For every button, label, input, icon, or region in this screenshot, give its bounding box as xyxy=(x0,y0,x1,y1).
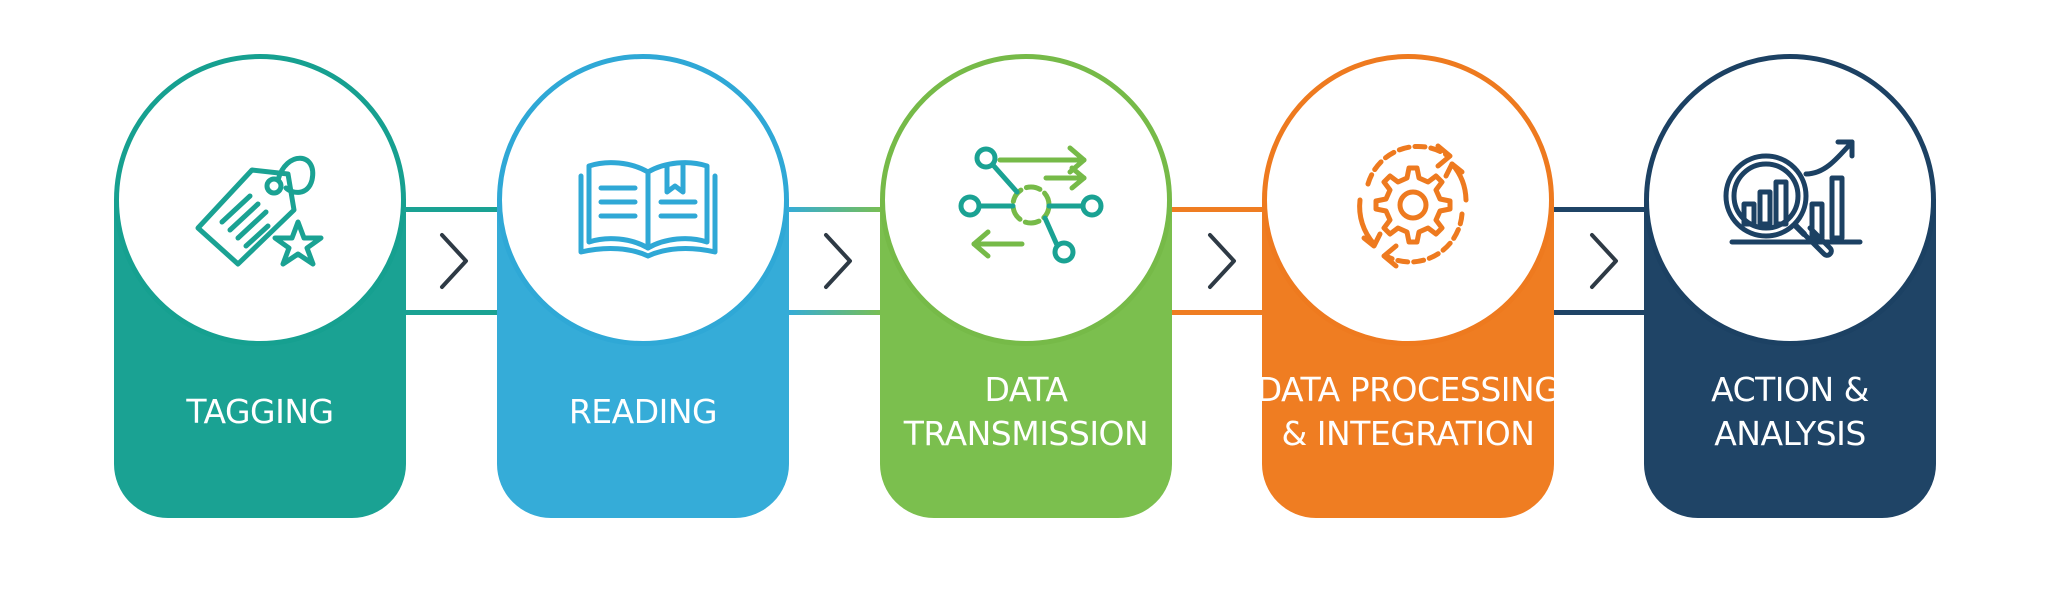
step-icon-circle xyxy=(497,54,789,346)
step-label-line1: ACTION & xyxy=(1711,370,1869,409)
step-label-line2: & INTEGRATION xyxy=(1281,414,1535,453)
tag-star-icon xyxy=(195,155,324,267)
step-reading: READING xyxy=(497,54,789,518)
connector-top-line xyxy=(404,207,500,212)
step-label-line1: DATA PROCESSING xyxy=(1256,370,1560,409)
step-label: READING xyxy=(497,362,789,462)
connector-bottom-line xyxy=(788,310,884,315)
connector-bottom-line xyxy=(1554,310,1650,315)
step-connector xyxy=(404,207,500,315)
step-label-line1: READING xyxy=(568,392,718,431)
step-icon-circle xyxy=(880,54,1172,346)
step-label-line1: DATA xyxy=(984,370,1068,409)
connector-top-line xyxy=(1554,207,1650,212)
step-connector xyxy=(1554,207,1650,315)
step-icon-circle xyxy=(1644,54,1936,346)
step-data-transmission: DATA TRANSMISSION xyxy=(880,54,1172,518)
chevron-right-icon xyxy=(440,233,468,289)
connector-top-line xyxy=(1172,207,1268,212)
gear-cycle-icon xyxy=(1357,143,1469,269)
open-book-icon xyxy=(578,160,718,259)
step-icon-circle xyxy=(1262,54,1554,346)
step-label: DATA TRANSMISSION xyxy=(880,362,1172,462)
chevron-right-icon xyxy=(1208,233,1236,289)
step-label: DATA PROCESSING & INTEGRATION xyxy=(1257,362,1560,462)
step-action-analysis: ACTION & ANALYSIS xyxy=(1644,54,1936,518)
step-label: ACTION & ANALYSIS xyxy=(1644,362,1936,462)
step-tagging: TAGGING xyxy=(114,54,406,518)
connector-bottom-line xyxy=(404,310,500,315)
chevron-right-icon xyxy=(1590,233,1618,289)
step-connector xyxy=(788,207,884,315)
step-label-line2: TRANSMISSION xyxy=(903,414,1149,453)
step-icon-circle xyxy=(114,54,406,346)
network-transfer-icon xyxy=(958,145,1104,264)
step-label-line1: TAGGING xyxy=(186,392,334,431)
step-data-processing: DATA PROCESSING & INTEGRATION xyxy=(1257,54,1560,518)
step-label-line2: ANALYSIS xyxy=(1714,414,1866,453)
magnifier-chart-icon xyxy=(1723,139,1863,258)
step-connector xyxy=(1172,207,1268,315)
step-label: TAGGING xyxy=(114,362,406,462)
connector-top-line xyxy=(788,207,884,212)
connector-bottom-line xyxy=(1172,310,1268,315)
chevron-right-icon xyxy=(824,233,852,289)
